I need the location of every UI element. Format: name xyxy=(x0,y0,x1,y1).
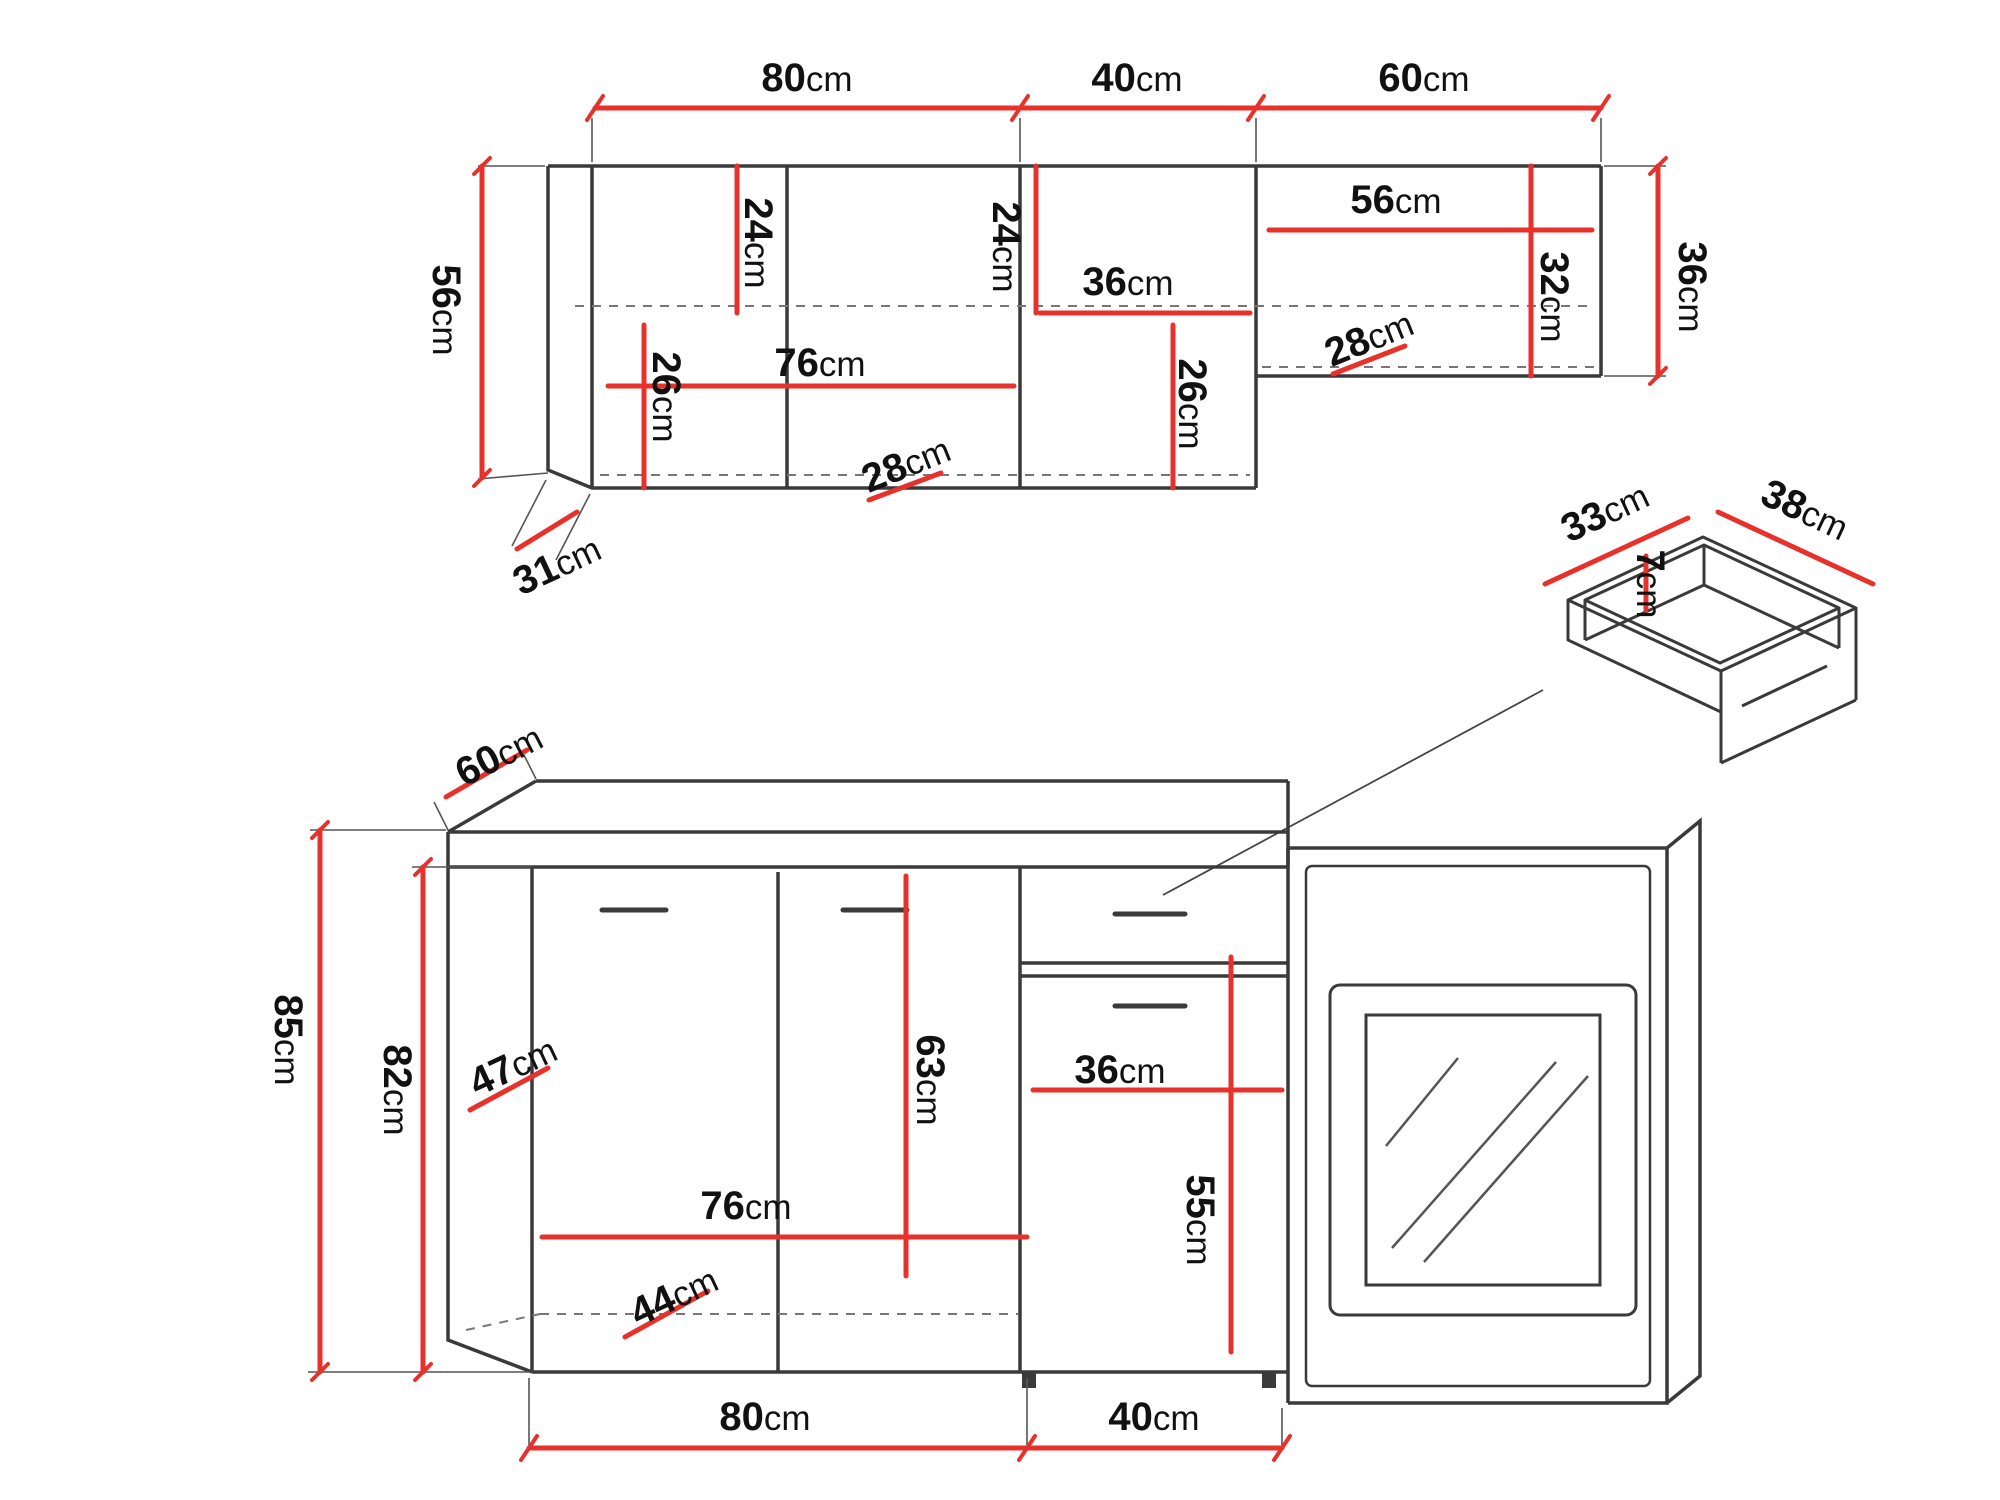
door-handles xyxy=(599,907,1188,1009)
dim-label-wall-26-left: 26cm xyxy=(644,351,688,443)
wall-cabinet-drawing xyxy=(472,94,1668,561)
dim-label-wall-height-56: 56cm xyxy=(424,264,468,356)
dim-label-wall-24-left: 24cm xyxy=(736,197,780,289)
oven-inner-frame xyxy=(1304,864,1652,1388)
drawer-outline xyxy=(1566,535,1858,765)
wall-cabinet-dimension-ticks xyxy=(472,94,1668,488)
dim-label-wall-36-interior: 36cm xyxy=(1082,260,1174,304)
wall-cabinet-outline xyxy=(546,164,1603,490)
oven-door-frame xyxy=(1328,983,1638,1317)
base-extension-lines xyxy=(308,750,1283,1445)
dim-label-wall-76: 76cm xyxy=(774,341,866,385)
dim-label-base-36: 36cm xyxy=(1074,1048,1166,1092)
dim-label-wall-24-mid: 24cm xyxy=(984,201,1028,293)
dim-label-drawer-7: 7cm xyxy=(1628,549,1672,619)
dim-label-wall-width-40: 40cm xyxy=(1091,56,1183,100)
base-cabinet-drawing xyxy=(308,747,1292,1462)
oven xyxy=(1286,817,1702,1405)
dim-label-wall-32: 32cm xyxy=(1532,251,1576,343)
base-dimension-ticks xyxy=(310,820,1292,1462)
dim-label-base-63: 63cm xyxy=(908,1034,952,1126)
cabinet-leg xyxy=(1022,1372,1036,1388)
drawer-dimension-lines xyxy=(1542,509,1876,613)
dim-label-wall-width-80: 80cm xyxy=(761,56,853,100)
dim-label-base-85: 85cm xyxy=(266,994,310,1086)
dim-label-base-55: 55cm xyxy=(1178,1174,1222,1266)
dim-label-wall-56-interior: 56cm xyxy=(1350,178,1442,222)
drawer-drawing xyxy=(1162,509,1876,896)
dim-label-wall-width-60: 60cm xyxy=(1378,56,1470,100)
dim-label-base-width-40: 40cm xyxy=(1108,1395,1200,1439)
dim-label-wall-26-mid: 26cm xyxy=(1170,358,1214,450)
dim-label-base-82: 82cm xyxy=(375,1044,419,1136)
wall-cabinet-dimension-lines xyxy=(479,105,1661,552)
base-cabinet-outline xyxy=(446,779,1290,1374)
oven-outline xyxy=(1286,817,1702,1405)
dim-label-base-width-80: 80cm xyxy=(719,1395,811,1439)
cabinet-leg xyxy=(1262,1372,1276,1388)
wall-cabinet-dashed-lines xyxy=(575,166,1595,476)
oven-window-glare xyxy=(1385,1057,1589,1263)
wall-cabinet-extension-lines xyxy=(477,118,1666,561)
base-cabinet-dashed-lines xyxy=(465,1313,1018,1331)
dim-label-base-76: 76cm xyxy=(700,1184,792,1228)
base-dimension-lines xyxy=(317,747,1285,1451)
drawer-callout-line xyxy=(1162,689,1544,896)
dim-label-wall-height-36: 36cm xyxy=(1670,241,1714,333)
oven-window xyxy=(1364,1013,1602,1287)
